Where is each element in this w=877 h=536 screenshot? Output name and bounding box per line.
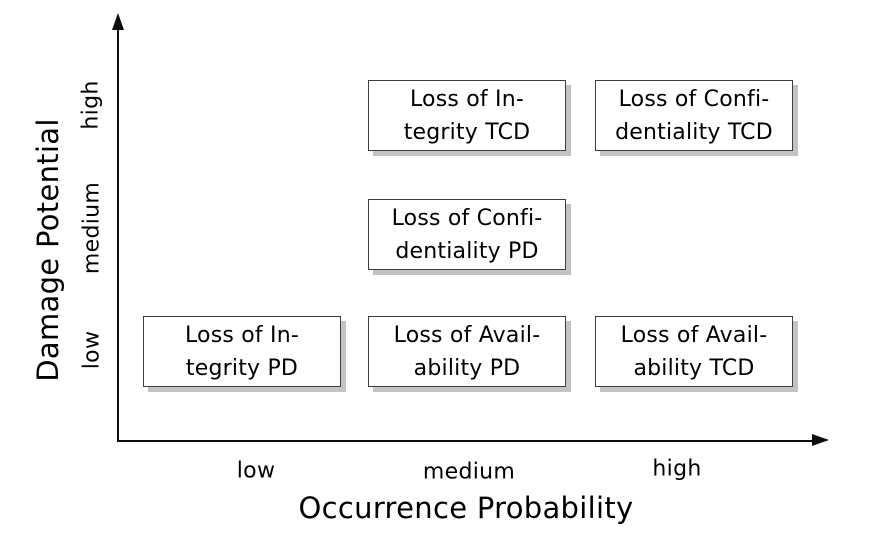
risk-box-line: Loss of Avail- (620, 322, 768, 348)
risk-box-line: ability PD (413, 355, 521, 381)
risk-box-line: Loss of Avail- (393, 322, 541, 348)
risk-box-line: Loss of Confi- (618, 86, 770, 112)
y-axis-line (117, 22, 119, 442)
y-axis-arrow-icon (112, 13, 124, 30)
x-axis-line (117, 439, 817, 442)
risk-box-line: dentiality PD (395, 238, 539, 264)
risk-box-loss-of-integrity-tcd: Loss of In- tegrity TCD (368, 80, 566, 151)
risk-box-line: Loss of Confi- (391, 205, 543, 231)
risk-box-line: tegrity TCD (403, 119, 531, 145)
risk-box-loss-of-availability-pd: Loss of Avail- ability PD (368, 316, 566, 387)
risk-box-line: Loss of In- (184, 322, 299, 348)
risk-box-line: tegrity PD (185, 355, 299, 381)
risk-box-line: dentiality TCD (615, 119, 773, 145)
risk-box-loss-of-confidentiality-tcd: Loss of Confi- dentiality TCD (595, 80, 793, 151)
risk-box-loss-of-availability-tcd: Loss of Avail- ability TCD (595, 316, 793, 387)
risk-box-line: ability TCD (633, 355, 755, 381)
x-axis-arrow-icon (812, 434, 829, 446)
risk-box-loss-of-integrity-pd: Loss of In- tegrity PD (143, 316, 341, 387)
risk-box-line: Loss of In- (409, 86, 524, 112)
risk-box-loss-of-confidentiality-pd: Loss of Confi- dentiality PD (368, 199, 566, 270)
